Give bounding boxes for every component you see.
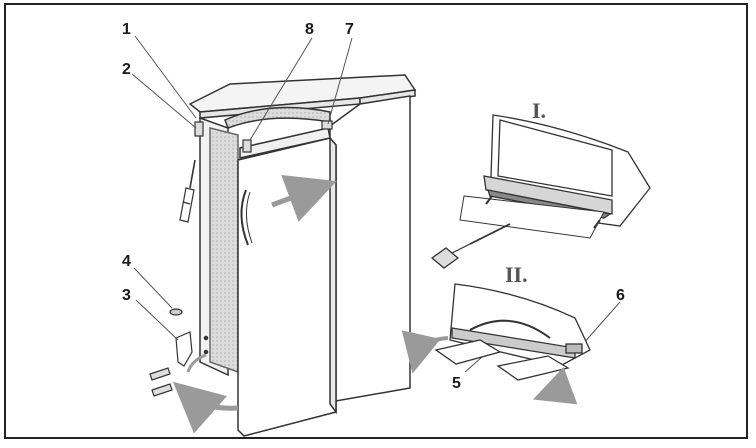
callout-4: 4 (122, 253, 131, 270)
callout-3: 3 (122, 287, 131, 304)
callout-2: 2 (122, 61, 131, 78)
fridge-door (237, 127, 337, 437)
callout-7: 7 (345, 21, 354, 38)
door-slide-arrow (271, 174, 337, 222)
leader-lines (131, 35, 621, 373)
callout-8: 8 (305, 21, 314, 38)
callout-1: 1 (122, 21, 131, 38)
screwdriver-icon (179, 159, 196, 223)
callout-6: 6 (616, 287, 625, 304)
detail-two-right-arrow (532, 366, 578, 405)
detail-two-left-arrow (401, 330, 449, 374)
callout-5: 5 (452, 375, 461, 392)
step-label-one: I. (532, 98, 546, 123)
step-label-two: II. (505, 262, 528, 287)
rotation-arrow (172, 381, 239, 434)
detail-two (434, 283, 591, 381)
fridge-cabinet (188, 74, 417, 403)
bottom-hinge-parts (149, 308, 193, 397)
detail-one (430, 114, 651, 269)
top-hinge-parts (194, 120, 333, 153)
